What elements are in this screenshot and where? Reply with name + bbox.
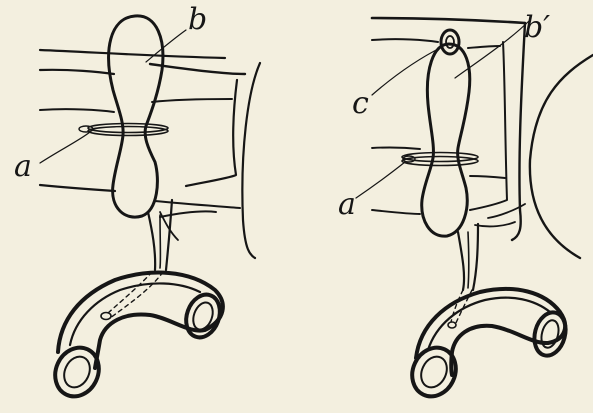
- label-b: b: [188, 2, 207, 37]
- right-tube: [404, 289, 570, 404]
- left-panel: b a: [14, 2, 260, 404]
- right-small-body-c: [441, 30, 459, 54]
- right-panel: b′ c a: [338, 10, 593, 404]
- left-cell-body-b: [109, 16, 163, 217]
- label-a-right: a: [338, 187, 356, 222]
- right-ring-a: [402, 153, 478, 166]
- label-a-left: a: [14, 149, 32, 184]
- label-b-prime: b′: [524, 10, 550, 45]
- left-stalk: [148, 200, 172, 270]
- right-stalk: [458, 224, 478, 290]
- left-tube: [47, 272, 225, 404]
- right-membrane-lines: [372, 18, 593, 258]
- label-c: c: [352, 86, 369, 121]
